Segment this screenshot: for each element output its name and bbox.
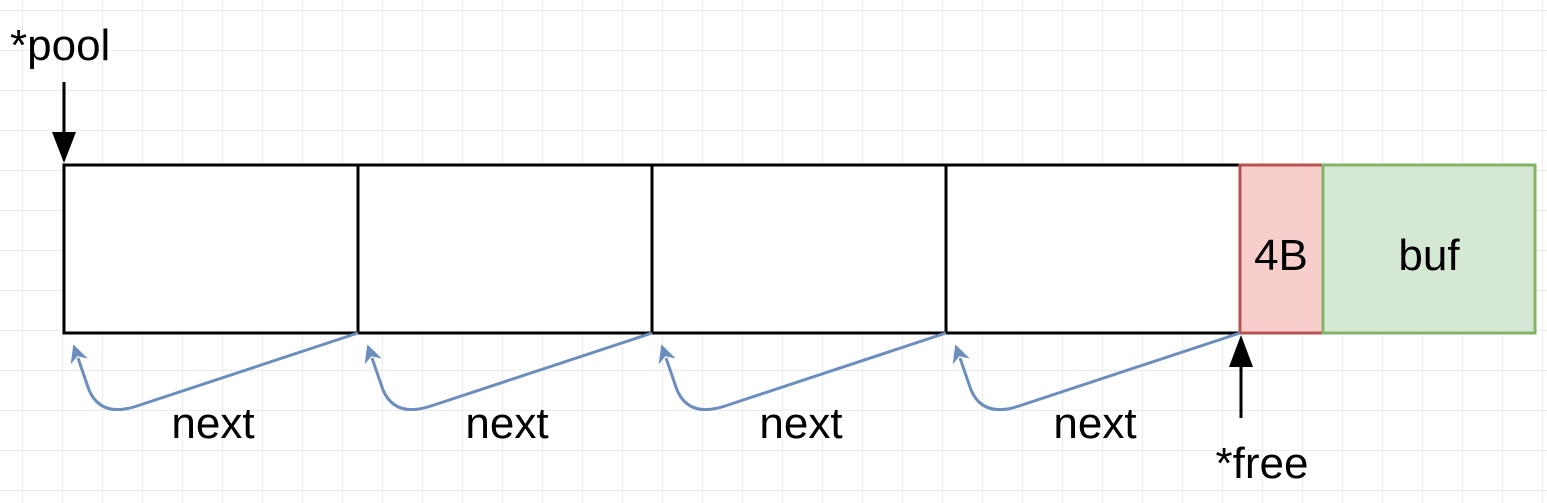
next-link-3	[658, 331, 947, 411]
next-link-4	[952, 331, 1241, 411]
free-block-4	[944, 163, 1242, 335]
next-label-3: next	[759, 399, 842, 448]
next-label-4: next	[1053, 399, 1136, 448]
free-pointer-label: *free	[1216, 439, 1309, 488]
free-pointer-arrowhead	[1229, 335, 1253, 367]
header-block	[1238, 163, 1325, 335]
next-link-2	[364, 331, 653, 411]
free-block-2	[356, 163, 654, 335]
buffer-label: buf	[1398, 231, 1460, 280]
pool-pointer-label: *pool	[10, 21, 110, 70]
header-label: 4B	[1254, 231, 1308, 280]
next-label-2: next	[465, 399, 548, 448]
next-link-1	[70, 331, 359, 411]
next-label-1: next	[171, 399, 254, 448]
pool-pointer-arrowhead	[52, 132, 76, 163]
free-block-1	[62, 163, 360, 335]
free-block-3	[650, 163, 948, 335]
buffer-block	[1321, 163, 1537, 335]
